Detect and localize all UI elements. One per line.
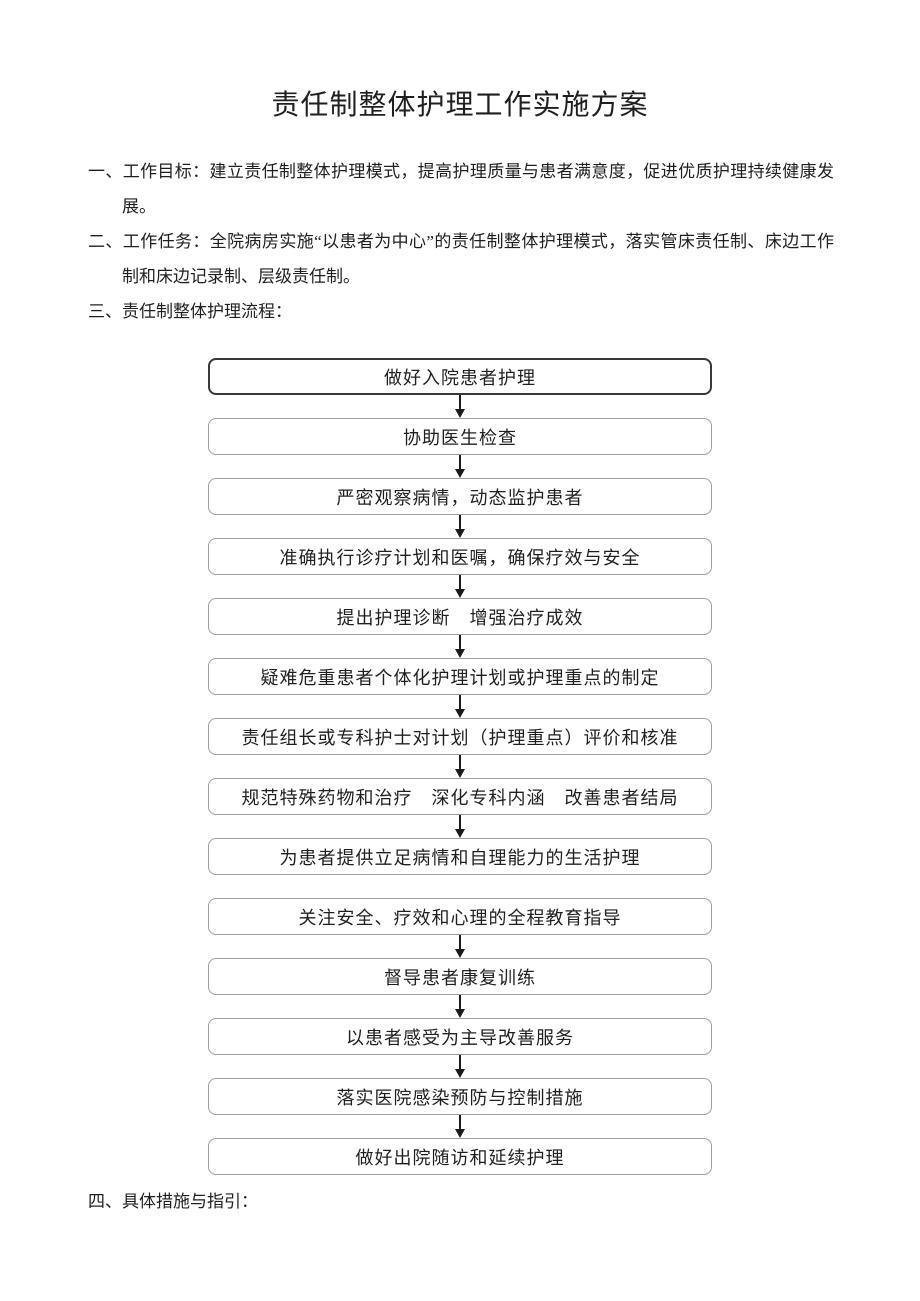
flowchart-step-label: 为患者提供立足病情和自理能力的生活护理 — [279, 847, 641, 868]
arrow-stem — [459, 815, 461, 829]
flowchart-step-label: 协助医生检查 — [403, 427, 517, 448]
paragraph-text: 责任制整体护理流程： — [122, 302, 292, 321]
flowchart-step-label: 准确执行诊疗计划和医嘱，确保疗效与安全 — [279, 547, 641, 568]
flowchart-step-10: 关注安全、疗效和心理的全程教育指导 — [208, 898, 712, 935]
flow-arrow-down — [208, 755, 712, 778]
paragraph-number: 三、 — [88, 302, 122, 321]
flowchart-step-12: 以患者感受为主导改善服务 — [208, 1018, 712, 1055]
arrow-head-icon — [455, 409, 465, 418]
flowchart-step-14: 做好出院随访和延续护理 — [208, 1138, 712, 1175]
paragraph-number: 四、 — [88, 1192, 122, 1211]
flow-arrow-down — [208, 815, 712, 838]
arrow-stem — [459, 755, 461, 769]
flowchart-step-label: 提出护理诊断 增强治疗成效 — [336, 607, 584, 628]
flowchart-step-13: 落实医院感染预防与控制措施 — [208, 1078, 712, 1115]
flowchart-step-label: 责任组长或专科护士对计划（护理重点）评价和核准 — [241, 727, 679, 748]
flow-arrow-down — [208, 515, 712, 538]
flowchart-step-9: 为患者提供立足病情和自理能力的生活护理 — [208, 838, 712, 875]
arrow-head-icon — [455, 469, 465, 478]
flowchart-step-3: 严密观察病情，动态监护患者 — [208, 478, 712, 515]
arrow-stem — [459, 455, 461, 469]
arrow-stem — [459, 635, 461, 649]
nursing-process-flowchart: 做好入院患者护理 协助医生检查 严密观察病情，动态监护患者 准确执行诊疗计划和医… — [208, 358, 712, 1175]
flowchart-step-label: 以患者感受为主导改善服务 — [346, 1027, 574, 1048]
paragraph-process-heading: 三、责任制整体护理流程： — [88, 294, 834, 329]
paragraph-work-goal: 一、工作目标：建立责任制整体护理模式，提高护理质量与患者满意度，促进优质护理持续… — [88, 154, 834, 224]
paragraph-number: 二、 — [88, 232, 123, 251]
flowchart-step-label: 督导患者康复训练 — [384, 967, 536, 988]
flowchart-step-label: 严密观察病情，动态监护患者 — [336, 487, 584, 508]
flowchart-step-label: 落实医院感染预防与控制措施 — [336, 1087, 584, 1108]
document-title: 责任制整体护理工作实施方案 — [271, 90, 649, 121]
flowchart-step-1: 做好入院患者护理 — [208, 358, 712, 395]
arrow-stem — [459, 1115, 461, 1129]
arrow-stem — [459, 935, 461, 949]
paragraph-number: 一、 — [88, 162, 123, 181]
arrow-head-icon — [455, 1009, 465, 1018]
arrow-head-icon — [455, 589, 465, 598]
flow-arrow-down — [208, 635, 712, 658]
arrow-head-icon — [455, 649, 465, 658]
paragraph-measures-heading: 四、具体措施与指引： — [88, 1184, 834, 1219]
arrow-stem — [459, 1055, 461, 1069]
flowchart-step-2: 协助医生检查 — [208, 418, 712, 455]
arrow-head-icon — [455, 709, 465, 718]
flow-arrow-down — [208, 455, 712, 478]
flowchart-step-7: 责任组长或专科护士对计划（护理重点）评价和核准 — [208, 718, 712, 755]
flowchart-step-8: 规范特殊药物和治疗 深化专科内涵 改善患者结局 — [208, 778, 712, 815]
arrow-head-icon — [455, 1069, 465, 1078]
flowchart-step-4: 准确执行诊疗计划和医嘱，确保疗效与安全 — [208, 538, 712, 575]
arrow-stem — [459, 575, 461, 589]
flowchart-step-5: 提出护理诊断 增强治疗成效 — [208, 598, 712, 635]
flowchart-step-label: 规范特殊药物和治疗 深化专科内涵 改善患者结局 — [241, 787, 679, 808]
arrow-head-icon — [455, 529, 465, 538]
flowchart-step-label: 做好出院随访和延续护理 — [355, 1147, 565, 1168]
arrow-head-icon — [455, 829, 465, 838]
flow-arrow-down — [208, 995, 712, 1018]
flowchart-step-label: 疑难危重患者个体化护理计划或护理重点的制定 — [260, 667, 660, 688]
flowchart-step-label: 关注安全、疗效和心理的全程教育指导 — [298, 907, 622, 928]
arrow-stem — [459, 695, 461, 709]
paragraph-work-task: 二、工作任务：全院病房实施“以患者为中心”的责任制整体护理模式，落实管床责任制、… — [88, 224, 834, 294]
flowchart-step-11: 督导患者康复训练 — [208, 958, 712, 995]
flow-arrow-down — [208, 1055, 712, 1078]
flow-arrow-down — [208, 575, 712, 598]
flow-arrow-down — [208, 695, 712, 718]
paragraph-text: 工作任务：全院病房实施“以患者为中心”的责任制整体护理模式，落实管床责任制、床边… — [122, 232, 835, 286]
paragraph-text: 具体措施与指引： — [122, 1192, 258, 1211]
flowchart-step-6: 疑难危重患者个体化护理计划或护理重点的制定 — [208, 658, 712, 695]
paragraph-text: 工作目标：建立责任制整体护理模式，提高护理质量与患者满意度，促进优质护理持续健康… — [122, 162, 835, 216]
flow-arrow-down — [208, 1115, 712, 1138]
flow-arrow-down — [208, 395, 712, 418]
flow-arrow-down — [208, 935, 712, 958]
arrow-head-icon — [455, 769, 465, 778]
arrow-stem — [459, 515, 461, 529]
document-footer: 四、具体措施与指引： — [88, 1184, 834, 1219]
document-body: 一、工作目标：建立责任制整体护理模式，提高护理质量与患者满意度，促进优质护理持续… — [88, 154, 834, 329]
arrow-head-icon — [455, 949, 465, 958]
flowchart-step-label: 做好入院患者护理 — [384, 367, 536, 388]
arrow-head-icon — [455, 1129, 465, 1138]
arrow-stem — [459, 395, 461, 409]
arrow-stem — [459, 995, 461, 1009]
